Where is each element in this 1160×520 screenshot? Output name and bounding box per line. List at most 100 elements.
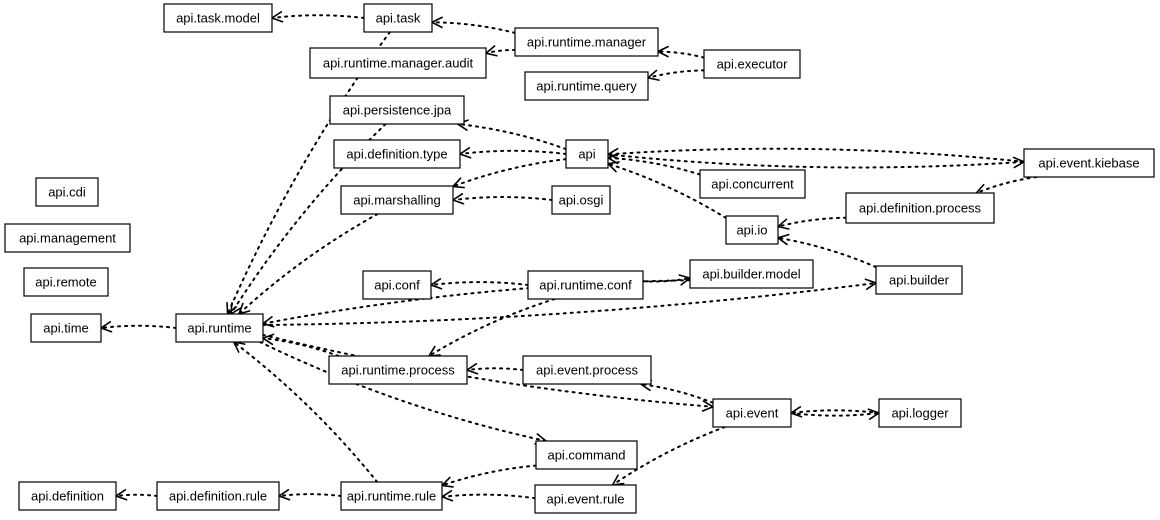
- node-io: api.io: [725, 215, 779, 245]
- edge-runtime-to-time: [100, 321, 177, 333]
- node-box: [725, 215, 779, 245]
- node-box: [340, 481, 443, 511]
- node-runtime-manager: api.runtime.manager: [514, 27, 659, 57]
- node-persistence-jpa: api.persistence.jpa: [329, 95, 465, 125]
- node-label: api.remote: [35, 275, 96, 290]
- node-label: api.marshalling: [353, 193, 440, 208]
- node-label: api.runtime.rule: [347, 489, 437, 504]
- edge-builder-to-io: [777, 233, 877, 269]
- node-label: api.runtime.manager: [527, 35, 647, 50]
- edge-runtime-manager-to-manager-audit: [485, 45, 516, 57]
- node-box: [30, 313, 102, 343]
- node-label: api.event: [726, 406, 779, 421]
- node-time: api.time: [30, 313, 102, 343]
- node-label: api.event.rule: [546, 492, 624, 507]
- node-box: [156, 481, 280, 511]
- node-box: [362, 270, 432, 300]
- node-label: api.task: [376, 11, 421, 26]
- node-box: [4, 223, 131, 253]
- node-osgi: api.osgi: [551, 185, 611, 215]
- node-box: [163, 3, 273, 33]
- node-label: api.runtime.manager.audit: [323, 56, 474, 71]
- node-box: [175, 313, 264, 343]
- node-box: [535, 440, 638, 470]
- edge-logger-to-event: [790, 406, 880, 418]
- node-box: [309, 47, 487, 79]
- node-label: api.logger: [891, 406, 949, 421]
- node-label: api.runtime.process: [341, 363, 455, 378]
- edge-executor-to-runtime-manager: [657, 45, 705, 59]
- edge-osgi-to-marshalling: [452, 193, 553, 205]
- node-label: api.time: [43, 321, 89, 336]
- node-box: [551, 185, 611, 215]
- edge-runtime-to-event: [262, 333, 714, 412]
- node-label: api.management: [19, 231, 116, 246]
- edge-event-process-to-runtime-process: [466, 363, 524, 375]
- node-command: api.command: [535, 440, 638, 470]
- edge-runtime-rule-to-runtime: [232, 341, 379, 483]
- edge-event-kiebase-to-definition-process: [975, 176, 1038, 195]
- node-label: api.definition.type: [346, 147, 447, 162]
- node-label: api.concurrent: [711, 177, 794, 192]
- edge-executor-to-runtime-query: [647, 69, 705, 81]
- edge-task-to-task-model: [271, 11, 365, 23]
- edge-event-to-event-process: [639, 379, 714, 404]
- node-box: [845, 192, 995, 224]
- node-label: api.osgi: [559, 193, 604, 208]
- node-conf: api.conf: [362, 270, 432, 300]
- node-runtime-conf: api.runtime.conf: [527, 270, 644, 300]
- edge-command-to-runtime-rule: [441, 464, 537, 488]
- node-task-model: api.task.model: [163, 3, 273, 33]
- node-box: [363, 3, 433, 33]
- node-runtime: api.runtime: [175, 313, 264, 343]
- edge-runtime-conf-to-runtime-process: [427, 298, 556, 357]
- node-box: [340, 185, 454, 215]
- edge-runtime-conf-to-conf: [430, 278, 529, 290]
- node-box: [534, 484, 637, 514]
- edge-runtime-process-to-runtime: [262, 333, 340, 357]
- node-label: api.definition.rule: [169, 489, 267, 504]
- node-builder-model: api.builder.model: [689, 259, 814, 289]
- node-box: [522, 355, 652, 385]
- node-box: [712, 398, 792, 428]
- edge-event-to-event-rule: [611, 426, 726, 486]
- node-definition-rule: api.definition.rule: [156, 481, 280, 511]
- node-box: [328, 355, 468, 385]
- node-executor: api.executor: [703, 49, 801, 79]
- node-management: api.management: [4, 223, 131, 253]
- node-box: [565, 139, 609, 169]
- node-label: api.conf: [374, 278, 420, 293]
- edge-api-to-persistence-jpa: [456, 119, 567, 151]
- node-label: api.persistence.jpa: [343, 103, 452, 118]
- node-box: [689, 259, 814, 289]
- node-runtime-process: api.runtime.process: [328, 355, 468, 385]
- edge-marshalling-to-runtime: [237, 213, 379, 315]
- node-label: api.builder: [889, 273, 950, 288]
- node-label: api.runtime.query: [536, 79, 637, 94]
- node-layer: api.task.model api.task api.runtime.manage…: [4, 3, 1155, 514]
- edge-runtime-manager-to-task: [431, 16, 516, 34]
- edge-runtime-rule-to-definition-rule: [278, 489, 342, 501]
- node-label: api: [578, 147, 595, 162]
- node-builder: api.builder: [875, 265, 963, 295]
- edge-event-kiebase-to-api: [607, 147, 1025, 163]
- node-label: api.definition: [31, 489, 104, 504]
- node-label: api.builder.model: [702, 267, 800, 282]
- node-label: api.runtime.conf: [539, 278, 632, 293]
- node-definition-process: api.definition.process: [845, 192, 995, 224]
- node-box: [514, 27, 659, 57]
- node-box: [524, 71, 649, 101]
- edge-definition-process-to-io: [777, 216, 847, 230]
- node-concurrent: api.concurrent: [699, 169, 806, 199]
- edge-event-to-logger: [790, 408, 880, 420]
- node-event-rule: api.event.rule: [534, 484, 637, 514]
- edge-layer: [100, 11, 1038, 502]
- node-cdi: api.cdi: [35, 177, 99, 207]
- edge-api-to-definition-type: [459, 147, 567, 159]
- node-box: [35, 177, 99, 207]
- edge-api-to-event-kiebase: [607, 153, 1025, 169]
- node-label: api.runtime: [187, 321, 251, 336]
- node-box: [703, 49, 801, 79]
- node-event-process: api.event.process: [522, 355, 652, 385]
